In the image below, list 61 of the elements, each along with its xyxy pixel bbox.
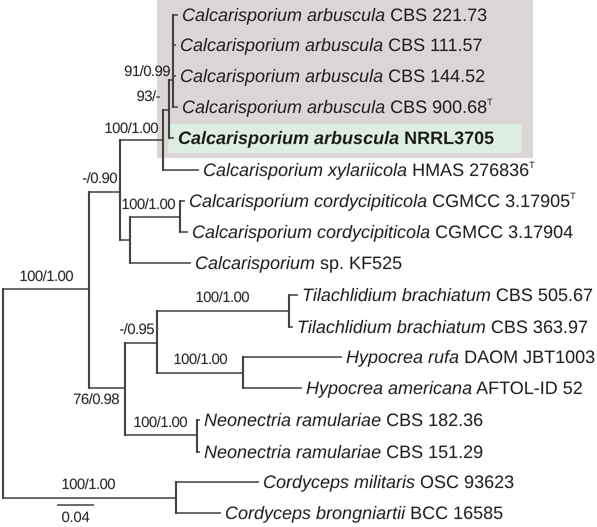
tree-branch xyxy=(244,356,342,358)
tree-branch xyxy=(174,106,178,108)
tree-branch xyxy=(198,451,200,453)
tree-branch xyxy=(170,137,174,139)
support-value: 91/0.99 xyxy=(124,64,170,80)
taxon-label: Calcarisporium arbuscula CBS 144.52 xyxy=(176,66,486,86)
tree-branch xyxy=(90,191,120,193)
taxon-label: Calcarisporium sp. KF525 xyxy=(191,252,402,274)
tree-branch xyxy=(170,79,172,81)
support-value: 100/1.00 xyxy=(61,477,115,493)
tree-branch xyxy=(126,342,156,344)
tree-branch xyxy=(4,497,176,499)
taxon-label: Calcarisporium xylariicola HMAS 276836$^{T}$ xyxy=(199,160,535,180)
tree-branch xyxy=(120,239,130,241)
taxon-label: Cordyceps militaris OSC 93623 xyxy=(259,472,514,492)
taxon-label: Neonectria ramulariae CBS 182.36 xyxy=(200,410,484,430)
tree-branch xyxy=(180,200,185,202)
taxon-label: Hypocrea americana AFTOL-ID 52 xyxy=(302,378,583,398)
support-value: 93/- xyxy=(136,89,160,105)
tree-branch xyxy=(158,310,288,312)
tree-branch xyxy=(290,294,298,296)
support-value: 100/1.00 xyxy=(133,415,187,431)
taxon-label: Calcarisporium arbuscula CBS 221.73 xyxy=(178,4,488,26)
tree-branch xyxy=(164,109,168,111)
support-value: -/0.95 xyxy=(119,322,154,338)
tree-branch xyxy=(176,512,221,514)
tree-branch xyxy=(198,419,200,421)
tree-branch xyxy=(180,231,188,233)
taxon-label: Calcarisporium cordycipiticola CGMCC 3.17905$^{T}$ xyxy=(185,190,576,212)
taxon-label: Calcarisporium arbuscula NRRL3705 xyxy=(174,128,494,148)
tree-branch xyxy=(126,434,196,436)
taxon-label: Cordyceps brongniartii BCC 16585 xyxy=(221,502,504,524)
strain-highlight-band xyxy=(168,124,522,153)
taxon-label: Calcarisporium arbuscula CBS 900.68$^{T}$ xyxy=(178,96,493,118)
support-value: 100/1.00 xyxy=(173,352,227,368)
support-value: 100/1.00 xyxy=(121,197,175,213)
tree-branch xyxy=(130,262,191,264)
tree-branch xyxy=(158,372,242,374)
tree-branch xyxy=(174,14,178,16)
taxon-label: Tilachlidium brachiatum CBS 363.97 xyxy=(293,316,588,338)
support-value: -/0.90 xyxy=(82,171,117,187)
tree-branch xyxy=(4,288,88,290)
taxon-label: Hypocrea rufa DAOM JBT1003 xyxy=(342,346,596,368)
tree-branch xyxy=(244,387,302,389)
support-value: 100/1.00 xyxy=(19,269,73,285)
tree-branch xyxy=(176,481,259,483)
tree-branch xyxy=(290,326,293,328)
tree-branch xyxy=(164,169,199,171)
taxon-label: Calcarisporium cordycipiticola CGMCC 3.17904 xyxy=(188,222,574,242)
taxon-label: Calcarisporium arbuscula CBS 111.57 xyxy=(176,34,482,56)
tree-branch xyxy=(174,44,176,46)
tree-branch xyxy=(130,216,180,218)
scale-label: 0.04 xyxy=(62,510,90,526)
tree-branch xyxy=(120,139,162,141)
support-value: 76/0.98 xyxy=(73,392,119,408)
support-value: 100/1.00 xyxy=(195,290,249,306)
support-value: 100/1.00 xyxy=(104,121,158,137)
taxon-label: Neonectria ramulariae CBS 151.29 xyxy=(200,442,484,462)
tree-branch xyxy=(90,387,124,389)
tree-branch xyxy=(174,75,176,77)
taxon-label: Tilachlidium brachiatum CBS 505.67 xyxy=(298,284,593,306)
